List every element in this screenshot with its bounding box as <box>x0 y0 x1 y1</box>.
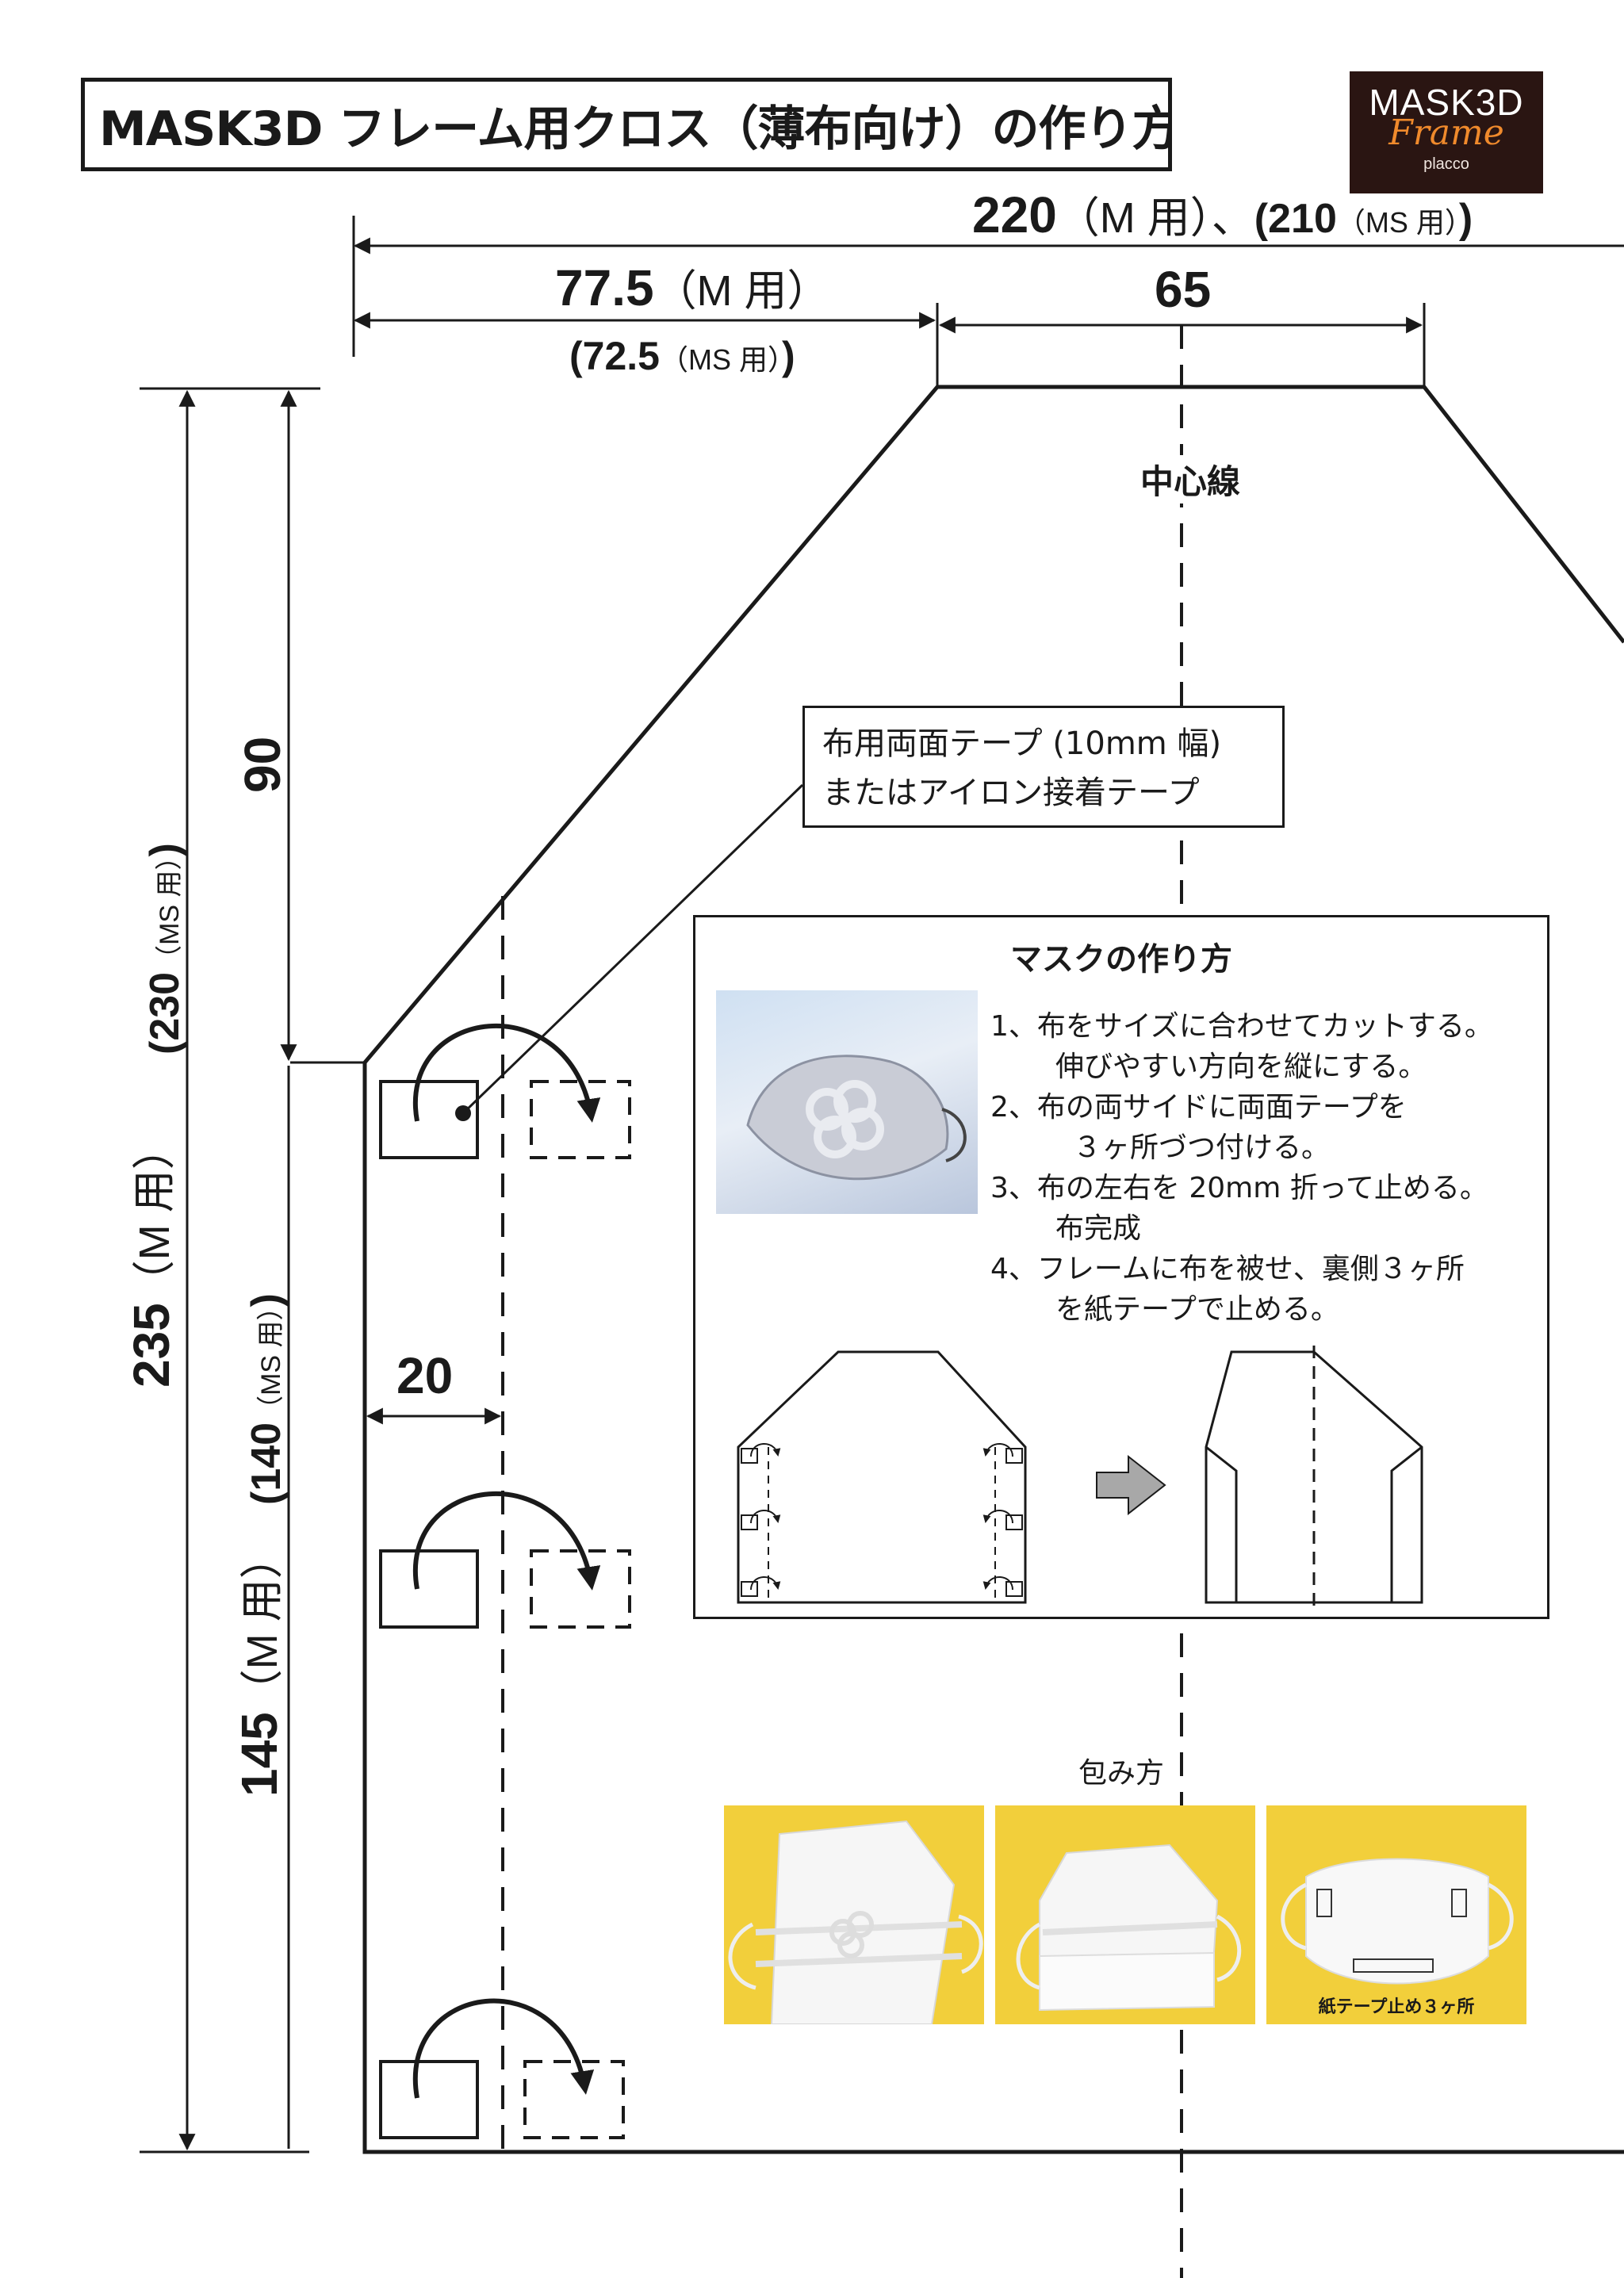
wrap-photo-2 <box>995 1805 1255 2024</box>
tape-callout-line2: またはアイロン接着テープ <box>822 775 1200 811</box>
wrap-photo-3-caption: 紙テープ止め３ヶ所 <box>1318 1997 1475 2017</box>
step-2: 2、布の両サイドに両面テープを <box>990 1091 1407 1124</box>
dim-label-bevel-height: 90 <box>233 737 292 793</box>
dim-total-width-value: 220 <box>972 186 1057 243</box>
logo-sub-text: Frame <box>1388 113 1504 153</box>
instructions-panel: マスクの作り方 1、布をサイズに合わせてカットする。 伸びやすい方向を縦にする。… <box>693 915 1549 2024</box>
wrap-label: 包み方 <box>1078 1757 1164 1790</box>
dim-total-height-close: ) <box>142 843 188 857</box>
dim-side-height-value: 145 <box>231 1712 288 1797</box>
dim-side-height-ms-value: (140 <box>243 1422 289 1505</box>
logo: MASK3D Frame placco <box>1350 71 1543 193</box>
tape-leader-dot <box>455 1105 471 1121</box>
page-title: MASK3D フレーム用クロス（薄布向け）の作り方 <box>81 78 1172 171</box>
dim-total-height-ms-value: (230 <box>142 971 188 1055</box>
tape-marker-3 <box>379 1998 625 2139</box>
dim-label-side-height-ms: (140（MS 用）) <box>243 1293 290 1505</box>
cloth-outline <box>737 1350 1027 1604</box>
tape-callout: 布用両面テープ (10mm 幅) またはアイロン接着テープ <box>802 706 1285 828</box>
dim-side-width-close: ) <box>781 334 795 378</box>
logo-brand-text: placco <box>1423 155 1469 173</box>
dim-bevel-height-value: 90 <box>234 736 291 793</box>
dim-side-width-value: 77.5 <box>555 259 654 316</box>
wrap-photo-3: 紙テープ止め３ヶ所 <box>1266 1805 1526 2024</box>
direction-arrow <box>1096 1454 1166 1516</box>
dim-label-side-width-ms: (72.5（MS 用）) <box>569 333 795 379</box>
dim-side-height-m-note: （M 用） <box>239 1536 286 1713</box>
tape-marker-1 <box>379 1024 631 1159</box>
step-2-cont: ３ヶ所づつ付ける。 <box>1073 1131 1331 1164</box>
dim-label-fold-width: 20 <box>396 1346 453 1405</box>
dim-label-side-height: 145（M 用） <box>227 1536 289 1797</box>
wrap-photo-1 <box>724 1805 984 2024</box>
pattern-outline <box>362 385 1624 2154</box>
dim-total-width-m-note: （M 用）、 <box>1056 194 1254 242</box>
dim-side-width-ms-value: (72.5 <box>569 334 660 378</box>
dim-total-width-ms-value: (210 <box>1254 196 1337 242</box>
tape-callout-line1: 布用両面テープ (10mm 幅) <box>822 726 1222 762</box>
steps-list: 1、布をサイズに合わせてカットする。 伸びやすい方向を縦にする。 2、布の両サイ… <box>990 1006 1493 1330</box>
dim-top-width-value: 65 <box>1155 261 1212 318</box>
folding-diagram <box>737 1346 1423 1607</box>
center-line-label: 中心線 <box>1140 455 1241 503</box>
dim-side-width-m-note: （M 用） <box>653 267 830 315</box>
dim-fold-width-value: 20 <box>396 1347 454 1404</box>
step-4-cont: を紙テープで止める。 <box>1055 1293 1339 1326</box>
tape-leader <box>462 783 804 1115</box>
dim-side-height-close: ) <box>243 1293 289 1307</box>
step-1-cont: 伸びやすい方向を縦にする。 <box>1055 1051 1427 1083</box>
dim-side-height-ms-note: （MS 用） <box>256 1307 286 1422</box>
step-4: 4、フレームに布を被せ、裏側３ヶ所 <box>990 1253 1465 1285</box>
dim-total-height-ms-note: （MS 用） <box>155 856 185 972</box>
dim-total-width-ms-note: （MS 用） <box>1336 206 1459 239</box>
dim-label-top-width: 65 <box>1155 260 1211 319</box>
mask-photo <box>716 990 978 1214</box>
dim-label-side-width: 77.5（M 用） <box>555 255 830 318</box>
step-3: 3、布の左右を 20mm 折って止める。 <box>990 1172 1488 1204</box>
dim-label-total-height: 235（M 用） <box>119 1127 182 1388</box>
step-3-cont: 布完成 <box>1055 1212 1142 1245</box>
tape-marker-2 <box>379 1491 631 1629</box>
instructions-title: マスクの作り方 <box>1010 941 1232 978</box>
dim-total-width-close: ) <box>1458 196 1473 242</box>
dim-label-total-height-ms: (230（MS 用）) <box>141 843 189 1055</box>
dim-total-height-value: 235 <box>123 1303 180 1388</box>
step-1: 1、布をサイズに合わせてカットする。 <box>990 1010 1493 1043</box>
logo-main-text: MASK3D <box>1369 82 1524 123</box>
dim-label-total-width: 220（M 用）、(210（MS 用）) <box>972 182 1473 245</box>
dim-total-height-m-note: （M 用） <box>131 1127 178 1304</box>
dim-side-width-ms-note: （MS 用） <box>659 343 782 376</box>
